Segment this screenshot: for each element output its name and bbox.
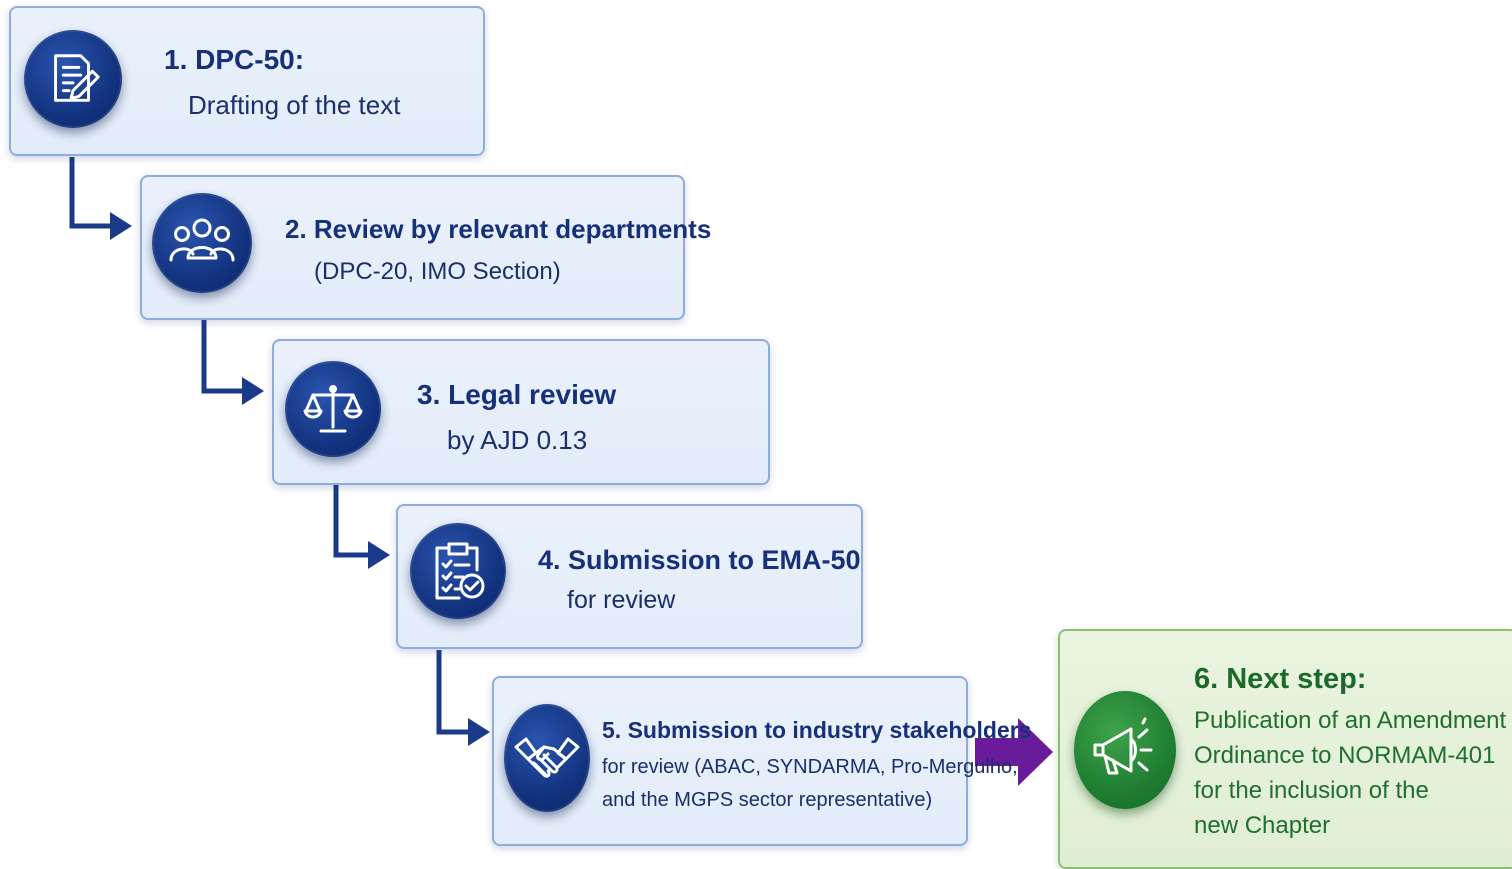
step-1-box: 1. DPC-50: Drafting of the text <box>9 6 485 156</box>
step-1-title: 1. DPC-50: <box>164 44 305 75</box>
document-edit-icon <box>54 54 100 102</box>
step-4-badge <box>410 523 506 619</box>
arrowhead-4-5 <box>468 718 490 746</box>
step-1-subtitle: Drafting of the text <box>188 90 401 120</box>
next-step-box: 6. Next step: Publication of an Amendmen… <box>1058 629 1512 869</box>
step-1-badge <box>24 30 122 128</box>
connector-3-4 <box>333 485 370 558</box>
step-2-box: 2. Review by relevant departments (DPC-2… <box>140 175 711 320</box>
step-5-badge <box>504 704 590 812</box>
step-2-badge <box>152 193 252 293</box>
clipboard-check-icon <box>435 542 485 600</box>
step-2-subtitle: (DPC-20, IMO Section) <box>314 258 561 285</box>
final-arrow <box>975 718 1053 786</box>
step-4-title: 4. Submission to EMA-50 <box>538 545 861 575</box>
step-4-box: 4. Submission to EMA-50 for review <box>396 504 863 649</box>
step-5-subtitle-line-1: for review (ABAC, SYNDARMA, Pro-Mergulho… <box>602 756 1018 778</box>
step-3-subtitle: by AJD 0.13 <box>447 425 588 455</box>
handshake-icon <box>514 737 580 778</box>
scales-icon <box>303 385 363 433</box>
step-3-title: 3. Legal review <box>417 379 617 410</box>
next-step-line-3: for the inclusion of the <box>1194 777 1429 804</box>
next-step-line-2: Ordinance to NORMAM-401 <box>1194 742 1496 769</box>
step-2-title: 2. Review by relevant departments <box>285 214 712 244</box>
connector-2-3 <box>201 320 244 394</box>
next-step-line-1: Publication of an Amendment <box>1194 707 1507 734</box>
step-5-subtitle-line-2: and the MGPS sector representative) <box>602 789 933 811</box>
arrowhead-3-4 <box>368 541 390 569</box>
connector-4-5 <box>436 650 470 735</box>
connector-1-2 <box>69 157 112 229</box>
next-step-title: 6. Next step: <box>1194 663 1367 695</box>
step-5-title: 5. Submission to industry stakeholders <box>602 717 1032 743</box>
megaphone-icon <box>1093 717 1153 775</box>
step-4-subtitle: for review <box>567 586 676 614</box>
step-3-badge <box>285 361 381 457</box>
arrowhead-2-3 <box>242 377 264 405</box>
people-group-icon <box>169 218 235 262</box>
step-5-box: 5. Submission to industry stakeholders f… <box>492 676 1031 846</box>
next-step-line-4: new Chapter <box>1194 812 1331 839</box>
step-3-box: 3. Legal review by AJD 0.13 <box>272 339 770 485</box>
arrowhead-1-2 <box>110 212 132 240</box>
next-step-badge <box>1074 691 1176 809</box>
